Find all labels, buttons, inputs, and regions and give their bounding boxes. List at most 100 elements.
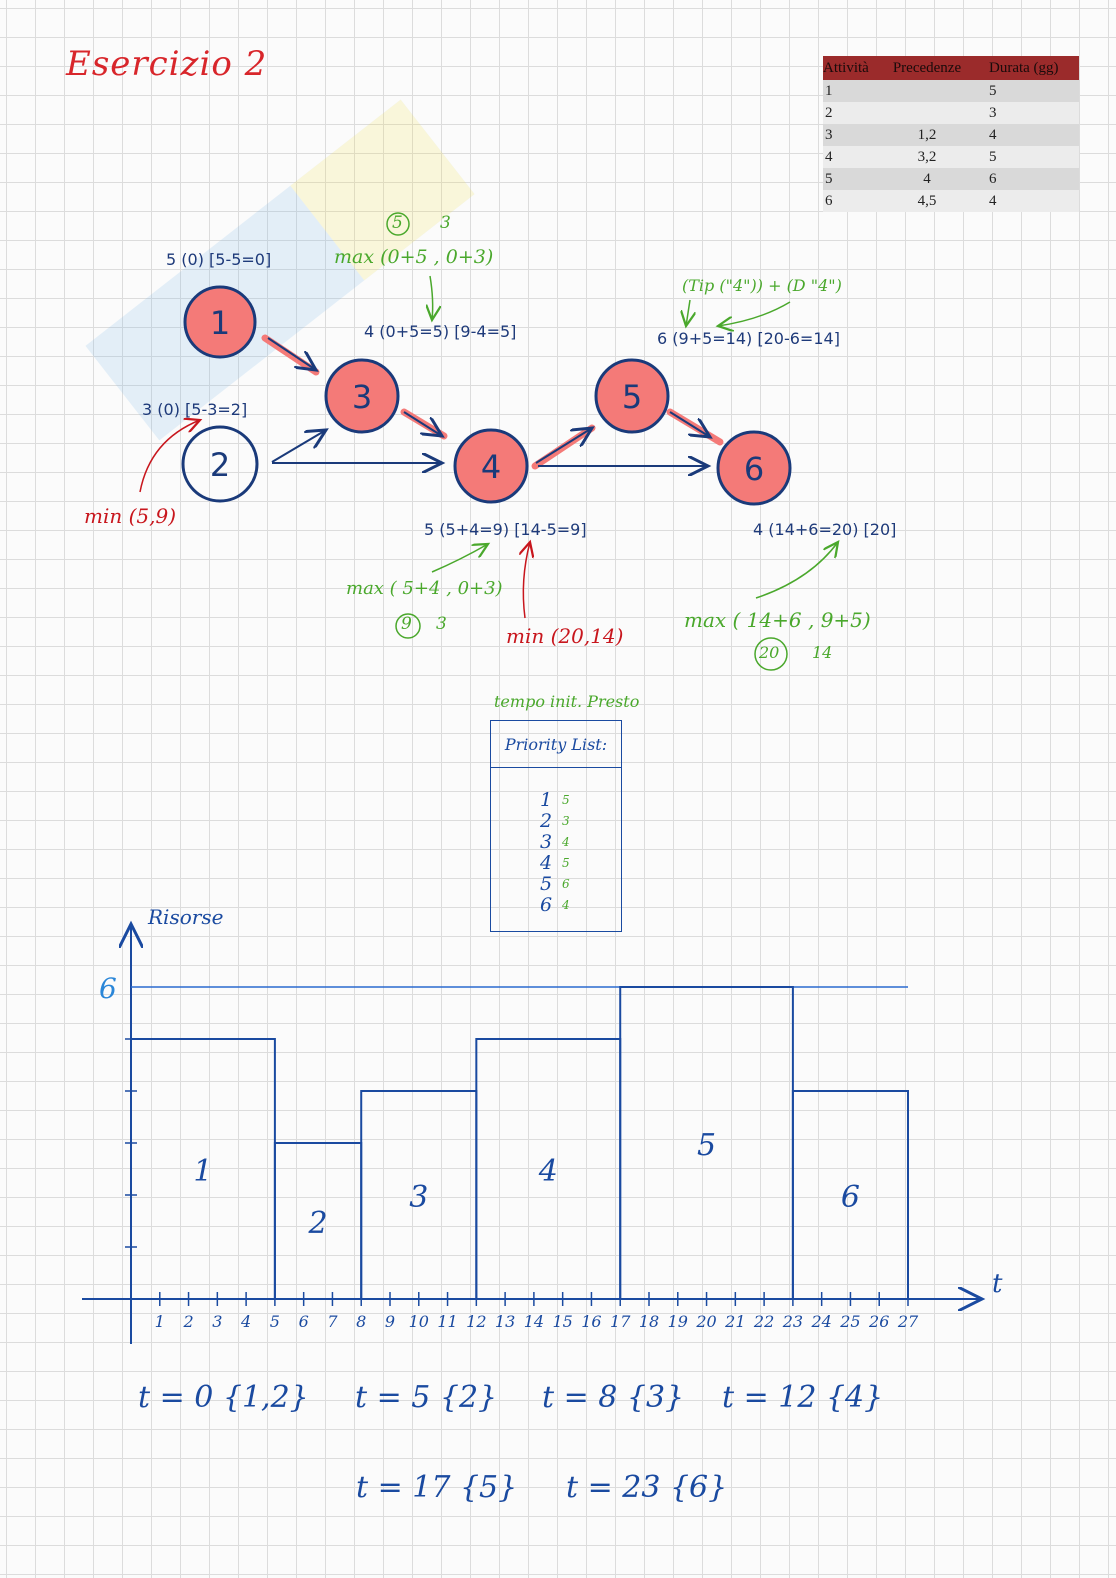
edge-3-4 — [403, 411, 442, 436]
edge-1-3 — [267, 337, 316, 370]
schedule-item: t = 17 {5} — [356, 1470, 518, 1505]
x-tick-label: 27 — [897, 1312, 919, 1331]
network-diagram: 1 2 3 4 5 6 — [139, 212, 1116, 671]
x-tick-label: 6 — [299, 1312, 309, 1331]
x-tick-label: 17 — [610, 1312, 631, 1331]
edge-5-6 — [669, 411, 710, 437]
n4-min-annotation: min (20,14) — [506, 624, 624, 648]
x-tick-label: 3 — [212, 1312, 222, 1331]
svg-text:1: 1 — [210, 304, 230, 342]
annotation-arrow — [139, 420, 200, 493]
x-tick-label: 23 — [782, 1312, 803, 1331]
svg-text:4: 4 — [481, 448, 501, 486]
node-2: 2 — [181, 425, 259, 503]
node-6: 6 — [716, 430, 792, 506]
x-tick-label: 19 — [668, 1312, 688, 1331]
x-tick-label: 4 — [240, 1312, 251, 1331]
node-1: 1 — [183, 285, 257, 359]
n4-val-a: 9 — [401, 614, 412, 634]
schedule-item: t = 12 {4} — [722, 1380, 884, 1415]
schedule-item: t = 5 {2} — [355, 1380, 498, 1415]
table-header: Precedenze — [883, 56, 971, 80]
x-tick-label: 12 — [466, 1312, 486, 1331]
x-tick-label: 8 — [356, 1312, 366, 1331]
x-tick-label: 21 — [724, 1312, 745, 1331]
node-4-label: 5 (5+4=9) [14-5=9] — [424, 520, 587, 539]
annotation-arrow — [686, 299, 690, 326]
x-tick-label: 9 — [385, 1312, 395, 1331]
annotation-arrow — [523, 542, 530, 619]
priority-list-title: Priority List: — [491, 721, 621, 768]
resource-block-6 — [791, 1090, 910, 1300]
svg-text:3: 3 — [352, 378, 372, 416]
x-tick-label: 14 — [524, 1312, 544, 1331]
n6-val-a: 20 — [759, 643, 780, 662]
x-tick-label: 10 — [409, 1312, 429, 1331]
annotation-arrow — [430, 275, 433, 320]
schedule-item: t = 23 {6} — [566, 1470, 728, 1505]
resource-block-label: 4 — [538, 1154, 558, 1189]
n6-max-annotation: max ( 14+6 , 9+5) — [684, 608, 871, 632]
annotation-arrow — [431, 544, 488, 573]
page-title: Esercizio 2 — [66, 44, 268, 84]
x-tick-label: 24 — [810, 1312, 831, 1331]
x-tick-label: 22 — [753, 1312, 774, 1331]
node-2-label: 3 (0) [5-3=2] — [142, 400, 248, 419]
resource-block-label: 1 — [193, 1154, 212, 1189]
table-header: Durata (gg) — [971, 56, 1079, 80]
n4-val-b: 3 — [436, 614, 447, 634]
x-tick-label: 26 — [868, 1312, 889, 1331]
n5-note-annotation: (Tip ("4")) + (D "4") — [682, 276, 842, 295]
priority-caption: tempo init. Presto — [494, 692, 640, 711]
n6-val-b: 14 — [812, 643, 833, 662]
n2-min-annotation: min (5,9) — [84, 504, 177, 528]
resource-block-label: 5 — [697, 1128, 716, 1163]
schedule-item: t = 8 {3} — [542, 1380, 685, 1415]
resource-block-label: 6 — [841, 1180, 860, 1215]
n3-val-a: 5 — [392, 213, 403, 233]
x-tick-label: 15 — [552, 1312, 572, 1331]
edge-2-3 — [271, 430, 326, 463]
node-5-label: 6 (9+5=14) [20-6=14] — [657, 329, 840, 348]
x-tick-label: 13 — [495, 1312, 515, 1331]
x-tick-label: 1 — [155, 1312, 165, 1331]
x-axis-label: t — [992, 1269, 1003, 1299]
svg-text:6: 6 — [744, 450, 764, 488]
svg-text:5: 5 — [622, 378, 642, 416]
x-tick-label: 11 — [437, 1312, 457, 1331]
node-5: 5 — [594, 358, 670, 434]
x-tick-label: 2 — [182, 1312, 193, 1331]
annotation-arrow — [718, 301, 791, 326]
node-3-label: 4 (0+5=5) [9-4=5] — [364, 322, 517, 341]
x-tick-label: 25 — [839, 1312, 860, 1331]
n4-max-annotation: max ( 5+4 , 0+3) — [346, 578, 503, 599]
x-tick-label: 5 — [270, 1312, 280, 1331]
x-tick-label: 7 — [327, 1312, 338, 1331]
n3-max-annotation: max (0+5 , 0+3) — [334, 246, 494, 268]
resource-block-label: 2 — [308, 1206, 328, 1241]
svg-text:2: 2 — [210, 446, 230, 484]
x-tick-label: 16 — [581, 1312, 601, 1331]
edge-4-5 — [535, 428, 592, 464]
node-4: 4 — [453, 428, 529, 504]
y-axis-label: Risorse — [147, 905, 223, 929]
node-3: 3 — [324, 358, 400, 434]
node-1-label: 5 (0) [5-5=0] — [166, 250, 272, 269]
n3-val-b: 3 — [440, 213, 451, 233]
table-header: Attività — [823, 56, 883, 80]
